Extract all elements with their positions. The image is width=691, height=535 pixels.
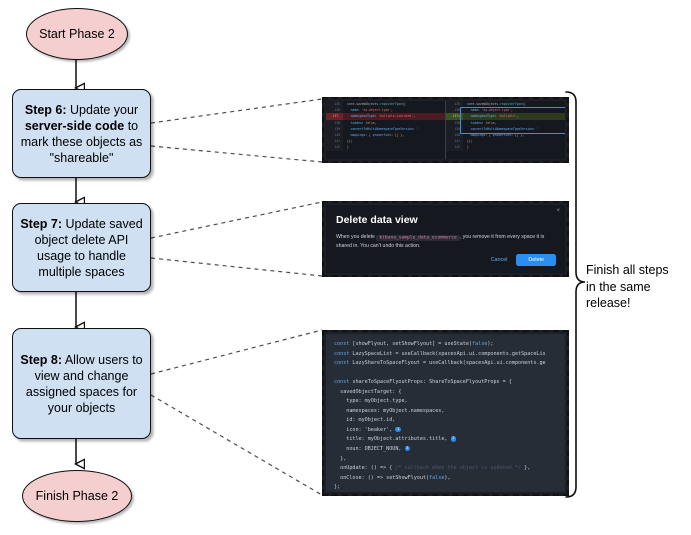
node-finish-phase-2[interactable]: Finish Phase 2: [22, 470, 132, 522]
diff-line: 140 mappings: { properties: {} },: [446, 131, 565, 139]
modal-footer: Cancel Delete: [491, 254, 556, 266]
modal-body-after: , you remove it from every space it is s…: [336, 234, 545, 249]
code-line: title: myObject.attributes.title, 2: [334, 436, 456, 443]
code-line: const shareToSpaceFlyoutProps: ShareToSp…: [334, 379, 512, 386]
delete-button[interactable]: Delete: [516, 254, 556, 266]
modal-object-name: kibana_sample_data_ecommerce: [376, 234, 460, 241]
step-6-text-b: to mark these objects as "shareable": [20, 118, 143, 165]
step-6-strong: server-side code: [24, 118, 125, 133]
node-step-8-text: Step 8: Allow users to view and change a…: [19, 352, 144, 416]
code-line: const LazySpaceList = useCallback(spaces…: [334, 350, 546, 357]
node-step-8[interactable]: Step 8: Allow users to view and change a…: [12, 328, 151, 439]
screenshot-delete-data-view-modal[interactable]: × Delete data view When you delete kiban…: [322, 201, 569, 277]
code-line: };: [334, 484, 341, 491]
modal-dialog: × Delete data view When you delete kiban…: [326, 205, 565, 273]
node-step-7-text: Step 7: Update saved object delete API u…: [19, 216, 144, 280]
close-icon[interactable]: ×: [556, 208, 560, 214]
step-7-prefix: Step 7:: [20, 216, 63, 231]
brace-note: Finish all steps in the same release!: [586, 263, 669, 311]
code-line: namespaces: myObject.namespaces,: [334, 407, 445, 414]
diff-line: 139 convertToMultiNamespaceTypeVersion: …: [446, 125, 565, 132]
callout-step8: [150, 329, 323, 496]
diff-line: 136 name: 'my-object-type',: [326, 107, 445, 114]
code-block: const [showFlyout, setShowFlyout] = useS…: [326, 334, 565, 492]
cancel-button[interactable]: Cancel: [490, 257, 508, 263]
diff-line: 137+ namespaceType: 'multiple',: [446, 113, 565, 120]
screenshot-share-to-space-code[interactable]: const [showFlyout, setShowFlyout] = useS…: [322, 330, 569, 496]
code-line: const LazyShareToSpaceFlyout = useCallba…: [334, 360, 546, 367]
code-line: },: [334, 455, 347, 462]
diff-line: 141});: [446, 138, 565, 145]
diff-line: 138 hidden: false,: [326, 119, 445, 126]
modal-body: When you delete kibana_sample_data_ecomm…: [326, 226, 565, 250]
code-line: icon: 'beaker', 1: [334, 426, 401, 433]
diff-line: 142}: [446, 144, 565, 151]
code-line: onUpdate: () => { /* callback when the o…: [334, 465, 531, 472]
diff-line: 136 name: 'my-object-type',: [446, 107, 565, 114]
diff-line: 137- namespaceType: 'multiple-isolated',: [326, 113, 445, 120]
modal-title: Delete data view: [336, 214, 418, 226]
node-start-label: Start Phase 2: [39, 27, 115, 41]
node-step-7[interactable]: Step 7: Update saved object delete API u…: [12, 203, 151, 292]
callout-step7: [150, 201, 323, 277]
callout-badge: 1: [395, 426, 401, 433]
code-line: [334, 369, 565, 379]
code-line: savedObjectTarget: {: [334, 388, 402, 395]
code-line: type: myObject.type,: [334, 398, 408, 405]
callout-badge: 2: [450, 436, 456, 442]
step-6-text-a: Update your: [66, 102, 139, 117]
modal-body-before: When you delete: [336, 234, 377, 240]
diff-line: 142}: [326, 144, 445, 151]
step-6-prefix: Step 6:: [24, 102, 67, 117]
callout-step6: [150, 98, 323, 163]
step-7-text-a: Update saved object delete API usage to …: [34, 216, 143, 279]
code-line: const [showFlyout, setShowFlyout] = useS…: [334, 341, 494, 347]
code-line: onClose: () => setShowFlyout(false),: [334, 474, 451, 481]
step-8-text-a: Allow users to view and change assigned …: [25, 352, 143, 415]
step-8-prefix: Step 8:: [20, 352, 63, 367]
code-line: noun: OBJECT_NOUN, 3: [334, 445, 410, 453]
node-finish-label: Finish Phase 2: [35, 489, 119, 503]
node-step-6[interactable]: Step 6: Update your server-side code to …: [12, 89, 151, 178]
diff-line: 141});: [326, 138, 445, 145]
diff-line: 139 convertToMultiNamespaceTypeVersion: …: [326, 125, 445, 132]
callout-badge: 3: [404, 445, 410, 452]
code-line: id: myObject.id,: [334, 417, 396, 424]
diff-line: 140 mappings: { properties: {} },: [326, 131, 445, 139]
grouping-brace: [565, 91, 586, 498]
node-step-6-text: Step 6: Update your server-side code to …: [19, 102, 144, 166]
node-start-phase-2[interactable]: Start Phase 2: [26, 8, 128, 60]
diff-line: 138 hidden: false,: [446, 119, 565, 126]
